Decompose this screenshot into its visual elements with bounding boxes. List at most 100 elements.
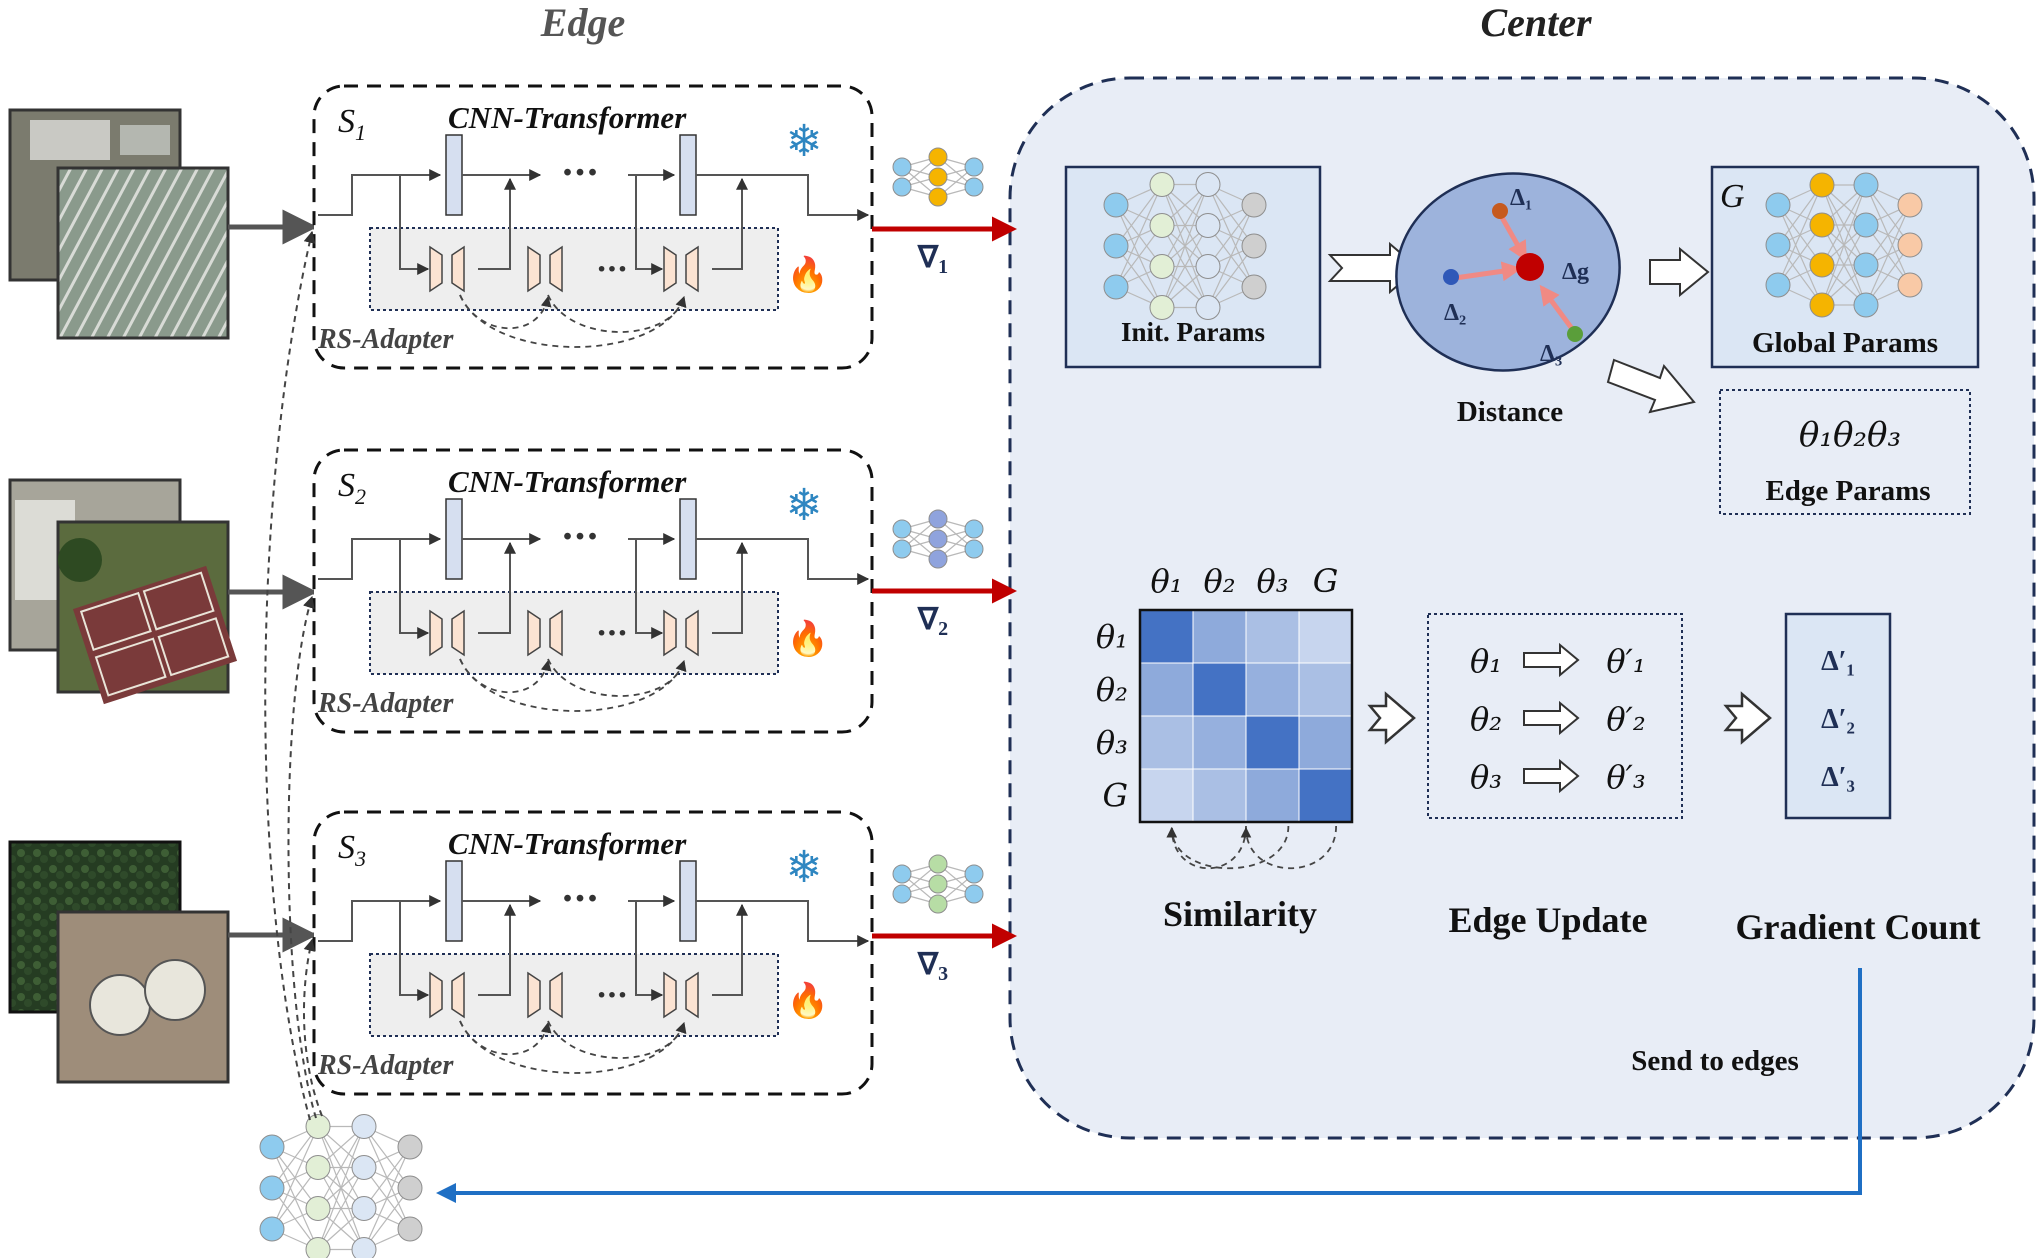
net-node <box>1149 254 1175 279</box>
adapter-decoder <box>685 245 699 293</box>
matrix-col-header: θ₃ <box>1256 562 1288 600</box>
matrix-cell <box>1298 768 1353 823</box>
net-node <box>1765 192 1791 218</box>
adapter-decoder <box>451 245 465 293</box>
adapter-label: RS-Adapter <box>317 688 454 719</box>
adapter-dots: ··· <box>596 616 627 651</box>
block-arrow-to-edge-update <box>1367 691 1416 745</box>
flow-line <box>318 169 442 216</box>
adapter-branch <box>712 541 748 634</box>
net-connection <box>271 1167 319 1230</box>
delta2-vector <box>1454 261 1522 282</box>
matrix-cell <box>1139 715 1194 770</box>
adapter-branch <box>478 903 516 996</box>
send-to-edges-line <box>436 968 1862 1203</box>
similarity-label: Similarity <box>1163 894 1317 934</box>
net-node <box>351 1155 377 1180</box>
net-node <box>1809 292 1835 318</box>
net-node <box>964 864 984 884</box>
update-to: θ′₂ <box>1606 700 1645 738</box>
gradient-subscript: 3 <box>938 963 948 985</box>
net-node <box>305 1114 331 1139</box>
gradient-label: ∇3 <box>917 948 948 985</box>
gradient-group-3: ∇3 <box>872 854 1017 985</box>
net-node <box>892 519 912 539</box>
delta2-point <box>1443 269 1459 285</box>
adapter-decoder <box>549 609 563 657</box>
delta1-point <box>1492 203 1508 219</box>
net-connection <box>1821 224 1867 306</box>
update-to: θ′₁ <box>1606 642 1645 680</box>
adapter-dashed-link <box>547 294 687 333</box>
adapter-encoder <box>429 245 443 293</box>
deltag-label: Δg <box>1562 259 1589 285</box>
update-from: θ₃ <box>1470 758 1502 796</box>
matrix-col-header: θ₁ <box>1150 562 1182 600</box>
update-to: θ′₃ <box>1606 758 1645 796</box>
net-connection <box>363 1146 411 1250</box>
dots-label: ··· <box>561 152 599 194</box>
flame-icon: 🔥 <box>787 981 829 1021</box>
delta1-vector <box>1497 212 1528 262</box>
adapter-branch <box>399 175 430 275</box>
adapter-label: RS-Adapter <box>317 324 454 355</box>
distributed-net <box>259 1114 423 1258</box>
net-connection <box>317 1126 365 1209</box>
adapter-branch <box>399 901 430 1001</box>
matrix-cell <box>1139 609 1194 664</box>
snowflake-icon: ❄ <box>786 842 823 893</box>
net-node <box>1765 232 1791 258</box>
global-params-label: Global Params <box>1752 327 1938 359</box>
edge-id-subscript: 1 <box>355 120 366 145</box>
snowflake-icon: ❄ <box>786 480 823 531</box>
dashed-feedback-3 <box>302 938 323 1117</box>
center-title: Center <box>1480 0 1592 45</box>
net-node <box>1149 213 1175 238</box>
init-params-label: Init. Params <box>1121 317 1265 347</box>
matrix-cell <box>1245 715 1300 770</box>
net-node <box>964 519 984 539</box>
adapter-branch <box>635 175 664 275</box>
adapter-decoder <box>451 609 465 657</box>
net-node <box>1809 172 1835 198</box>
distance-label: Distance <box>1457 396 1563 428</box>
net-node <box>259 1175 285 1201</box>
net-node <box>928 147 948 167</box>
adapter-dots: ··· <box>596 252 627 287</box>
net-node <box>964 539 984 559</box>
net-connection <box>271 1126 319 1189</box>
matrix-col-header: G <box>1313 562 1339 600</box>
adapter-branch <box>635 539 664 639</box>
net-node <box>1103 233 1129 259</box>
net-connection <box>1207 245 1255 308</box>
adapter-dashed-link <box>547 1020 687 1059</box>
net-node <box>1809 212 1835 238</box>
block-arrow-distance-to-global <box>1649 246 1710 298</box>
matrix-cell <box>1298 609 1353 664</box>
delta1-label: Δ₁ <box>1510 185 1532 211</box>
adapter-branch <box>712 903 748 996</box>
flow-line <box>318 895 442 942</box>
net-node <box>928 187 948 207</box>
net-node <box>1149 172 1175 197</box>
adapter-decoder <box>549 971 563 1019</box>
input-images-1 <box>8 108 230 340</box>
gradient-label: ∇2 <box>917 603 948 640</box>
net-node <box>928 509 948 529</box>
net-node <box>1149 295 1175 320</box>
dashed-feedback-1 <box>264 230 316 1121</box>
block-arrow-distance-to-edgeparams <box>1606 358 1696 414</box>
net-connection <box>271 1126 319 1230</box>
net-node <box>397 1134 423 1160</box>
delta3-vector <box>1539 284 1576 332</box>
gradient-subscript: 2 <box>938 618 948 640</box>
gradient-count-item: Δ′₂ <box>1821 704 1855 735</box>
net-connection <box>1821 184 1867 306</box>
net-node <box>928 167 948 187</box>
transformer-block <box>679 498 697 580</box>
matrix-cell <box>1192 715 1247 770</box>
flame-icon: 🔥 <box>787 619 829 659</box>
adapter-dots: ··· <box>596 978 627 1013</box>
